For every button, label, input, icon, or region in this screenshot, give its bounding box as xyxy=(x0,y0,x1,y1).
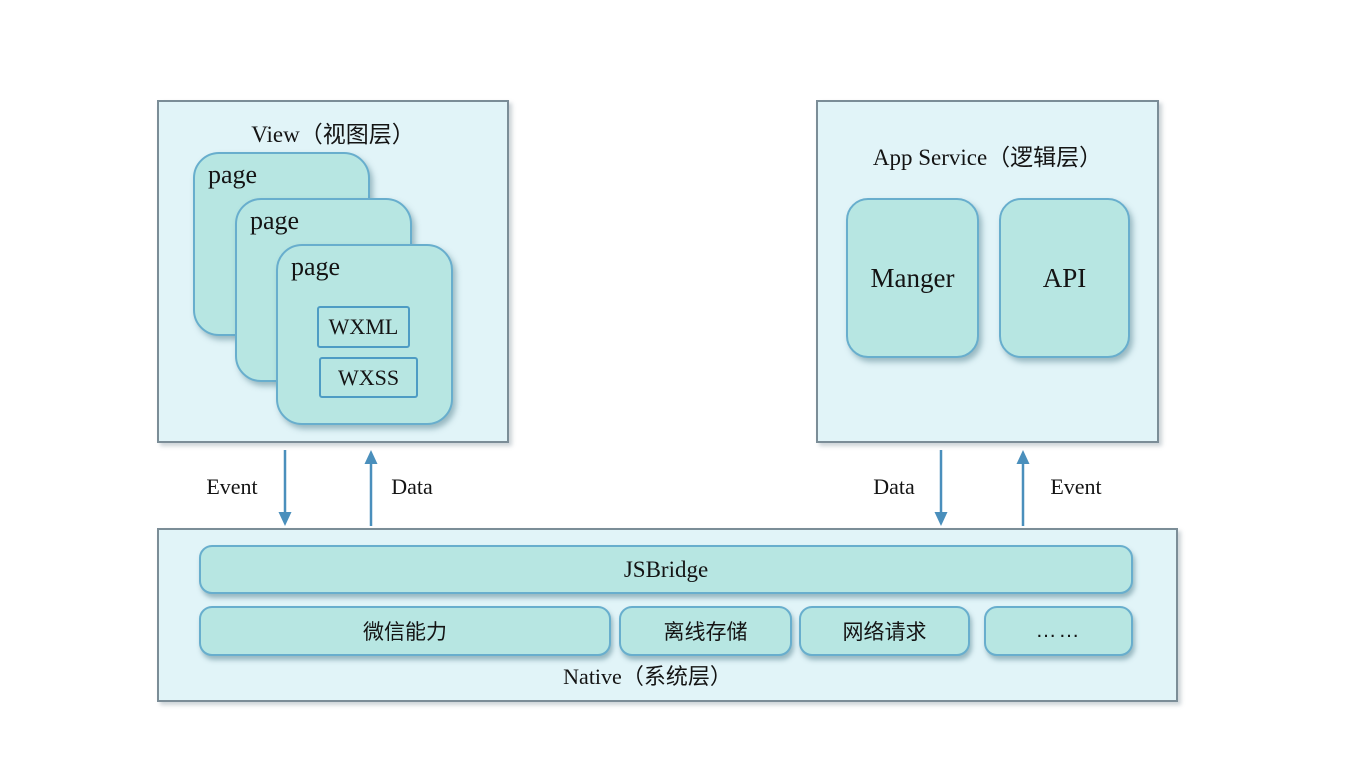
data-up-label: Data xyxy=(391,474,433,499)
event-up-arrow-icon xyxy=(1016,450,1030,526)
app-service-title: App Service（逻辑层） xyxy=(872,145,1103,170)
event-down-arrow-icon xyxy=(278,450,292,526)
event-up-label: Event xyxy=(1050,474,1102,499)
capability-ellipsis: …… xyxy=(984,606,1133,656)
native-layer-title: Native（系统层） xyxy=(563,664,732,689)
page-label: page xyxy=(291,252,341,281)
page-label: page xyxy=(250,206,300,235)
native-layer-panel: JSBridge 微信能力 离线存储 网络请求 …… Native（系统层） xyxy=(157,528,1178,702)
page-label: page xyxy=(208,160,258,189)
view-layer-panel: View（视图层） page page page WXML WXSS xyxy=(157,100,509,443)
manger-box: Manger xyxy=(846,198,979,358)
wxml-box: WXML xyxy=(317,306,410,348)
capability-wechat: 微信能力 xyxy=(199,606,611,656)
data-down-label: Data xyxy=(873,474,915,499)
data-up-arrow-icon xyxy=(364,450,378,526)
view-layer-title: View（视图层） xyxy=(251,122,415,147)
app-service-panel: App Service（逻辑层） Manger API xyxy=(816,100,1159,443)
api-box: API xyxy=(999,198,1130,358)
wxss-box: WXSS xyxy=(319,357,418,398)
jsbridge-bar: JSBridge xyxy=(199,545,1133,594)
event-down-label: Event xyxy=(206,474,258,499)
page-card-front: page WXML WXSS xyxy=(276,244,453,425)
data-down-arrow-icon xyxy=(934,450,948,526)
capability-offline-storage: 离线存储 xyxy=(619,606,792,656)
capability-network-request: 网络请求 xyxy=(799,606,970,656)
